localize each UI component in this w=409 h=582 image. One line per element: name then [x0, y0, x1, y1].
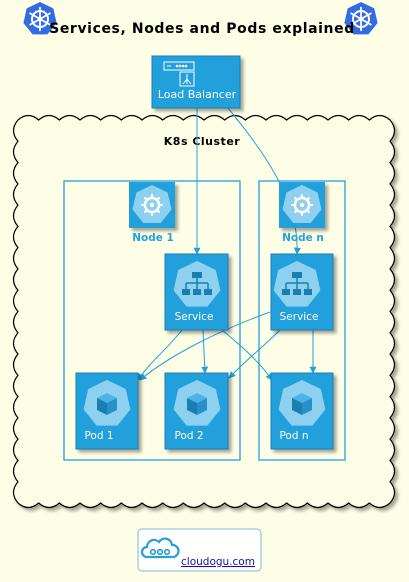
arrow-service1-pod2: [201, 329, 209, 374]
node-n-container: [258, 180, 346, 461]
service-1-label: Service: [175, 311, 214, 323]
load-balancer-icon: [163, 61, 195, 87]
node-1-icon: [132, 185, 172, 223]
pod-1-icon: [83, 380, 131, 426]
pod-1-label: Pod 1: [84, 430, 113, 442]
arrow-service1-podn: [221, 329, 273, 381]
arrow-servicen-pod1: [139, 311, 271, 381]
arrow-servicen-pod2: [228, 329, 281, 379]
cloudogu-link[interactable]: cloudogu.com: [181, 556, 255, 568]
connection-arrows: [137, 107, 317, 381]
service-n-icon: [273, 261, 321, 307]
service-1-icon: [173, 261, 221, 307]
node-1-label: Node 1: [132, 232, 174, 244]
cloudogu-logo-icon: [140, 537, 180, 559]
pod-2-icon: [173, 380, 221, 426]
load-balancer-box[interactable]: [151, 55, 241, 109]
pod-n-label: Pod n: [279, 430, 308, 442]
diagram-title: Services, Nodes and Pods explained: [49, 21, 355, 37]
node-n-icon: [282, 185, 322, 223]
cluster-label: K8s Cluster: [164, 135, 240, 148]
kubernetes-logo-left-icon: [23, 2, 57, 35]
node-n-label: Node n: [282, 232, 324, 244]
service-n-label: Service: [280, 311, 319, 323]
kubernetes-logo-right-icon: [344, 2, 378, 35]
arrow-lb-service-n: [227, 107, 301, 255]
pod-2-label: Pod 2: [174, 430, 203, 442]
pod-n-icon: [278, 380, 326, 426]
load-balancer-label: Load Balancer: [158, 88, 237, 101]
node-1-container: [63, 180, 241, 461]
